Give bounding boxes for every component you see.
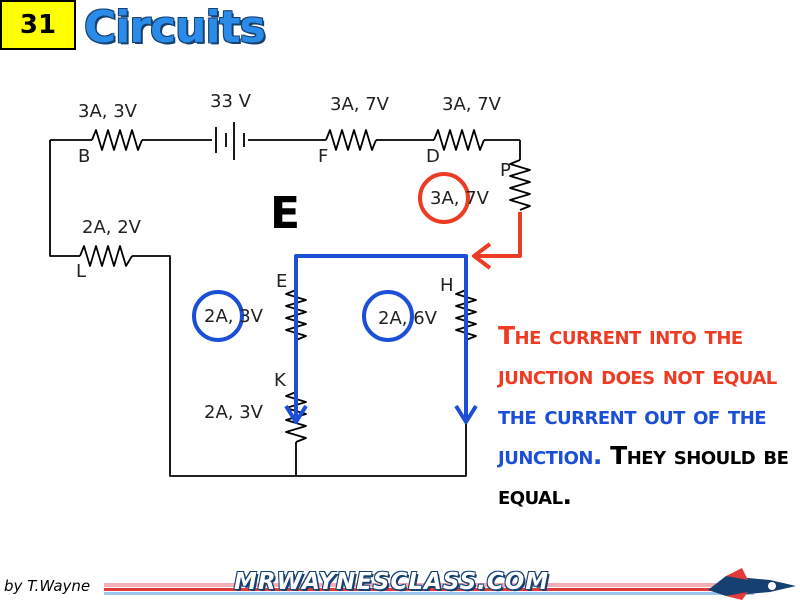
- answer-letter: E: [270, 188, 300, 239]
- question-number-badge: 31: [0, 0, 76, 50]
- left-wire: [49, 140, 80, 257]
- label-resistor-f-value: 3A, 7V: [330, 94, 390, 115]
- label-resistor-f-name: F: [318, 146, 328, 167]
- site-logo-text[interactable]: MRWAYNESCLASS.COM: [234, 569, 550, 595]
- label-resistor-h-name: H: [440, 275, 454, 296]
- note-part-conclusion: They should be equal.: [498, 441, 789, 510]
- label-resistor-b-value: 3A, 3V: [78, 101, 138, 122]
- note-part-current-in: The current into the junction does not e…: [498, 321, 777, 390]
- note-part-current-out: the current out of the junction.: [498, 401, 767, 470]
- label-resistor-e-value: 2A, 3V: [204, 306, 264, 327]
- label-resistor-d-name: D: [426, 146, 440, 167]
- resistor-l: [79, 245, 133, 267]
- page-title: Circuits: [84, 2, 266, 53]
- rocket-icon: [708, 568, 796, 600]
- circled-value-p: [418, 172, 470, 224]
- wire-k-bottom-h: [295, 340, 467, 477]
- explanation-note: The current into the junction does not e…: [498, 316, 798, 516]
- label-resistor-l-name: L: [76, 261, 86, 282]
- resistor-b: [91, 129, 143, 151]
- label-resistor-l-value: 2A, 2V: [82, 217, 142, 238]
- label-resistor-p-name: P: [500, 160, 511, 181]
- wire-l-bottom: [132, 255, 296, 477]
- label-resistor-e-name: E: [276, 271, 287, 292]
- resistor-p: [509, 159, 531, 211]
- resistor-d: [433, 129, 485, 151]
- label-resistor-p-value: 3A, 7V: [430, 188, 490, 209]
- resistor-f: [325, 129, 377, 151]
- label-resistor-h-value: 2A, 6V: [378, 308, 438, 329]
- circled-value-h: [362, 290, 414, 342]
- label-resistor-b-name: B: [78, 146, 90, 167]
- label-resistor-k-name: K: [274, 370, 287, 391]
- current-in-path: [472, 212, 522, 270]
- footer-stripes: [104, 583, 754, 595]
- label-resistor-d-value: 3A, 7V: [442, 94, 502, 115]
- circled-value-e: [192, 290, 244, 342]
- label-resistor-k-value: 2A, 3V: [204, 402, 264, 423]
- current-out-path: [284, 254, 478, 424]
- label-battery-value: 33 V: [210, 91, 252, 112]
- circuit-wires: [49, 122, 531, 477]
- author-byline: by T.Wayne: [4, 577, 91, 595]
